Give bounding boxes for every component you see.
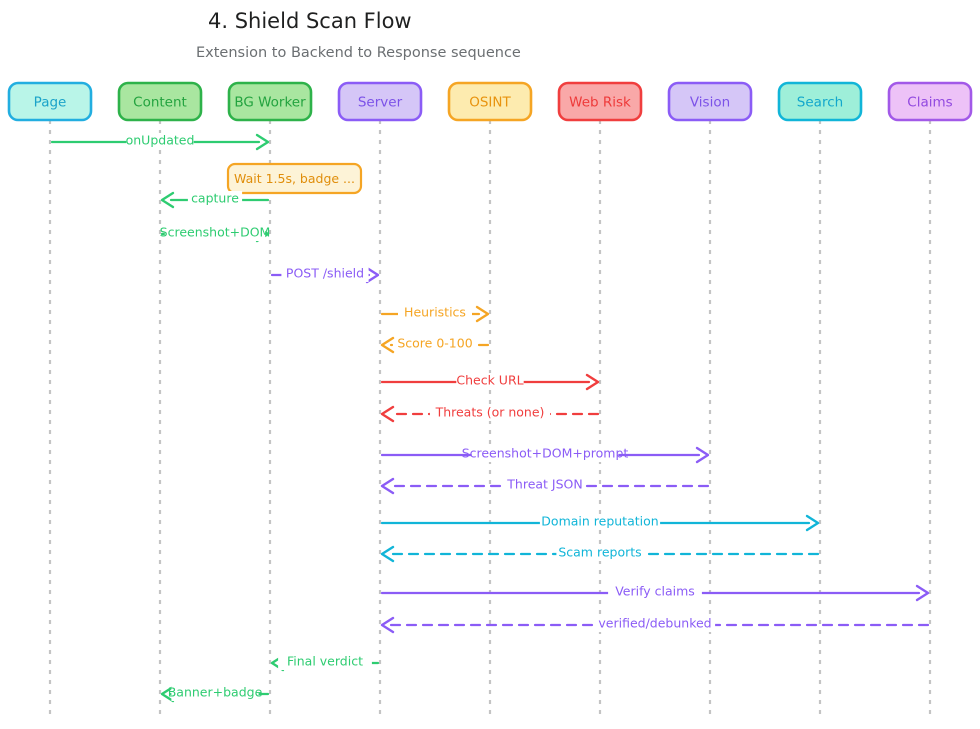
message-label-backdrop <box>608 584 702 600</box>
message-label-backdrop <box>278 654 372 670</box>
participant-label: BG Worker <box>234 95 306 111</box>
message-label: onUpdated <box>126 133 195 148</box>
message-label-backdrop <box>187 191 243 207</box>
message-claims-to-server: verified/debunked <box>380 616 930 634</box>
participant-box <box>557 81 643 122</box>
message-label-backdrop <box>164 225 266 241</box>
message-bgworker-to-server: POST /shield <box>270 266 380 284</box>
message-label-backdrop <box>504 477 586 493</box>
message-label: Banner+badge <box>168 685 263 700</box>
page-title: 4. Shield Scan Flow <box>208 9 412 33</box>
message-label: Domain reputation <box>541 514 658 529</box>
participant-vision[interactable]: Vision <box>667 81 753 122</box>
participant-content[interactable]: Content <box>117 81 203 122</box>
message-label-backdrop <box>456 373 524 389</box>
message-arrowhead <box>380 477 395 495</box>
actors-group: Page Content BG Worker Server OSINT Web Risk V… <box>7 81 973 122</box>
message-bgworker-to-content: Banner+badge <box>160 685 270 703</box>
participant-label: OSINT <box>469 95 511 111</box>
participant-box <box>337 81 423 122</box>
message-page-to-bgworker: onUpdated <box>50 133 270 151</box>
message-label: POST /shield <box>286 266 364 281</box>
message-arrowhead <box>160 191 175 209</box>
message-server-to-vision: Screenshot+DOM+prompt <box>380 446 710 464</box>
participant-bgworker[interactable]: BG Worker <box>227 81 313 122</box>
message-arrowhead <box>915 584 930 602</box>
participant-server[interactable]: Server <box>337 81 423 122</box>
participant-label: Search <box>797 95 843 111</box>
message-arrowhead <box>380 336 395 354</box>
message-server-to-search: Domain reputation <box>380 514 820 532</box>
participant-label: Content <box>133 95 187 111</box>
message-server-to-bgworker: Final verdict <box>270 654 380 672</box>
participant-webrisk[interactable]: Web Risk <box>557 81 643 122</box>
participant-label: Web Risk <box>569 95 631 111</box>
participant-label: Server <box>358 95 403 111</box>
message-arrowhead <box>380 616 395 634</box>
message-label-backdrop <box>398 305 472 321</box>
note-box <box>226 162 363 195</box>
participant-box <box>7 81 93 122</box>
message-arrowhead <box>255 133 270 151</box>
message-label-backdrop <box>594 616 716 632</box>
participant-box <box>117 81 203 122</box>
participant-search[interactable]: Search <box>777 81 863 122</box>
message-label-backdrop <box>556 545 644 561</box>
note-over-bgworker: Wait 1.5s, badge ... <box>226 162 363 195</box>
participant-label: Page <box>34 95 67 111</box>
message-search-to-server: Scam reports <box>380 545 820 563</box>
message-vision-to-server: Threat JSON <box>380 477 710 495</box>
message-arrowhead <box>380 405 395 423</box>
message-arrowhead <box>475 305 490 323</box>
participant-osint[interactable]: OSINT <box>447 81 533 122</box>
message-label: Scam reports <box>558 545 641 560</box>
message-arrowhead <box>805 514 820 532</box>
message-label-backdrop <box>394 336 476 352</box>
page-subtitle: Extension to Backend to Response sequenc… <box>196 45 521 61</box>
participant-box <box>777 81 863 122</box>
message-label-backdrop <box>171 685 259 701</box>
participant-label: Claims <box>907 95 952 111</box>
participant-page[interactable]: Page <box>7 81 93 122</box>
message-label: Heuristics <box>404 305 466 320</box>
message-label: capture <box>191 191 239 206</box>
message-osint-to-server: Score 0-100 <box>380 336 490 354</box>
message-arrowhead <box>380 545 395 563</box>
participant-box <box>887 81 973 122</box>
participant-box <box>227 81 313 122</box>
message-server-to-webrisk: Check URL <box>380 373 600 391</box>
message-label-backdrop <box>429 405 551 421</box>
message-label: Final verdict <box>287 654 363 669</box>
notes-group: Wait 1.5s, badge ... <box>226 162 363 195</box>
message-arrowhead <box>365 266 380 284</box>
message-label-backdrop <box>281 266 369 282</box>
message-label: verified/debunked <box>598 616 711 631</box>
note-label: Wait 1.5s, badge ... <box>234 171 355 186</box>
message-label: Threats (or none) <box>435 405 545 420</box>
message-label: Score 0-100 <box>397 336 472 351</box>
message-webrisk-to-server: Threats (or none) <box>380 405 600 423</box>
message-arrowhead <box>160 685 175 703</box>
message-label: Verify claims <box>615 584 695 599</box>
participant-claims[interactable]: Claims <box>887 81 973 122</box>
message-bgworker-to-content: capture <box>160 191 270 209</box>
participant-box <box>667 81 753 122</box>
message-arrowhead <box>585 373 600 391</box>
message-label-backdrop <box>539 514 661 530</box>
message-label-backdrop <box>471 446 619 462</box>
message-label: Screenshot+DOM+prompt <box>462 446 629 461</box>
message-content-to-bgworker: Screenshot+DOM <box>160 225 271 243</box>
message-label: Check URL <box>456 373 523 388</box>
participant-label: Vision <box>690 95 730 111</box>
message-server-to-claims: Verify claims <box>380 584 930 602</box>
message-label-backdrop <box>126 133 194 149</box>
message-label: Threat JSON <box>506 477 582 492</box>
message-label: Screenshot+DOM <box>160 225 271 240</box>
message-server-to-osint: Heuristics <box>380 305 490 323</box>
participant-box <box>447 81 533 122</box>
message-arrowhead <box>695 446 710 464</box>
